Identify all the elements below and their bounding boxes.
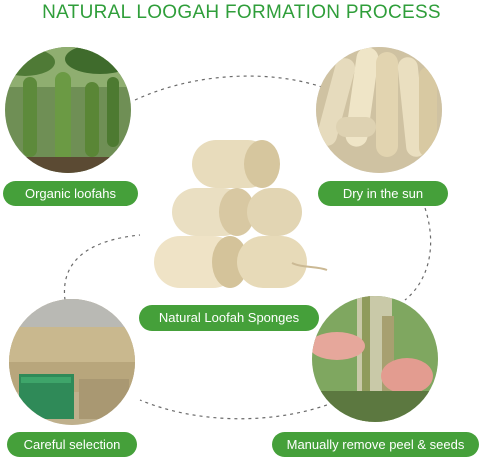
hands-peeling-loofah-image bbox=[312, 296, 438, 422]
step-label-careful-selection: Careful selection bbox=[7, 432, 137, 457]
step-label-dry-in-the-sun: Dry in the sun bbox=[318, 181, 448, 206]
loofah-sponges-stack-image bbox=[152, 138, 330, 293]
dried-loofahs-image bbox=[316, 47, 442, 173]
green-loofah-plants-image bbox=[5, 47, 131, 173]
step-label-remove-peel-and-seeds: Manually remove peel & seeds bbox=[272, 432, 479, 457]
page-title: NATURAL LOOGAH FORMATION PROCESS bbox=[42, 2, 441, 23]
loofah-bales-image bbox=[9, 299, 135, 425]
center-label-natural-loofah-sponges: Natural Loofah Sponges bbox=[139, 305, 319, 331]
step-label-organic-loofahs: Organic loofahs bbox=[3, 181, 138, 206]
